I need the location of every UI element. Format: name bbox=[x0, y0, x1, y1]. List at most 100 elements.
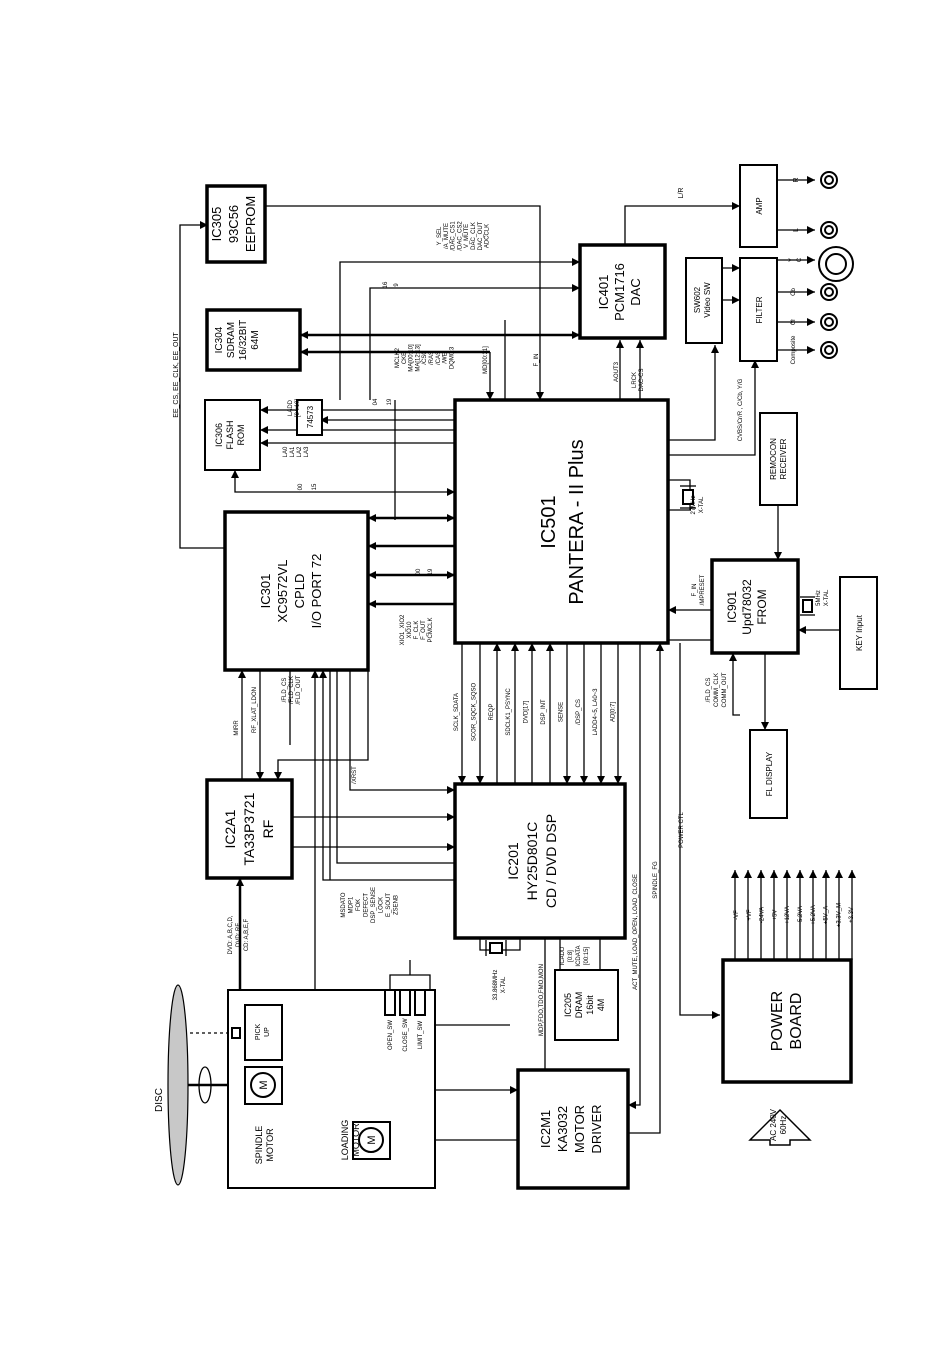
sdram-control-labels-line-5: /CS0 bbox=[422, 351, 428, 365]
pickup-signal-labels-line-1: DVD: A,B,C,D, bbox=[228, 915, 234, 954]
ic901-label-line-2: Upd78032 bbox=[740, 579, 754, 635]
sw602-box bbox=[685, 257, 723, 344]
sdram-control-labels-line-6: /RAS bbox=[429, 351, 435, 365]
out-y2-label: Y bbox=[791, 320, 797, 324]
xtal5-label-line-1: 5MHz bbox=[816, 590, 822, 606]
ladd-label-line-2: [04:19] bbox=[295, 398, 301, 417]
lrck-label-line-2: DAC-CS bbox=[639, 368, 645, 391]
ic301-label-line-1: IC301 bbox=[258, 574, 273, 609]
dsp-bus-labels-line-2: SCOR_SQCK_SQSO bbox=[471, 682, 477, 741]
filter-box bbox=[739, 257, 778, 362]
ic305-label-line-2: 93C56 bbox=[226, 205, 241, 243]
cpld-signal-labels-line-5: PCMCLK bbox=[428, 617, 434, 642]
latch-74573-box bbox=[296, 399, 323, 436]
dsp-bus-labels-line-7: SENSE bbox=[558, 702, 564, 722]
ic401-dac-box bbox=[578, 243, 667, 340]
power-rail-labels-line-4: +5V bbox=[772, 910, 778, 921]
pickup-signal-labels-line-3: CD: A,B,E,F bbox=[244, 918, 250, 951]
remocon-receiver-box bbox=[759, 412, 798, 506]
spindle-motor-label-line-1: SPINDLE bbox=[254, 1126, 264, 1165]
remocon-label-line-1: REMOCON bbox=[769, 438, 778, 480]
xtal27-label-line-2: X-TAL bbox=[699, 496, 705, 513]
spindle-motor-icon bbox=[244, 1066, 283, 1105]
amp-label: AMP bbox=[755, 197, 764, 214]
power-rail-labels-line-8: +5V_A bbox=[824, 906, 830, 924]
out-composite-label: Composite bbox=[791, 335, 797, 364]
disc-label: DISC bbox=[154, 1088, 165, 1112]
pickup-label-line-1: PICK bbox=[255, 1024, 262, 1041]
latch-label: 74573 bbox=[306, 405, 315, 428]
md-bus-label: MD[00:31] bbox=[483, 346, 489, 374]
label-00a: 00 bbox=[298, 483, 304, 490]
ic305-label-line-1: IC305 bbox=[209, 207, 224, 242]
key-input-box bbox=[839, 576, 878, 690]
f-in-top-label: F_IN bbox=[534, 353, 540, 366]
label-04: 04 bbox=[373, 398, 379, 405]
spindle-motor-symbol: M bbox=[258, 1080, 270, 1089]
sdram-control-labels-line-4: MA[12:13] bbox=[415, 344, 421, 372]
ic501-label-line-1: IC501 bbox=[538, 495, 560, 548]
ic304-label-line-1: IC304 bbox=[214, 326, 225, 353]
spindle-motor-label-line-2: MOTOR bbox=[265, 1128, 275, 1162]
ic205-label-line-4: 4M bbox=[596, 999, 606, 1012]
ic2a1-label-line-2: TA33P3721 bbox=[241, 792, 257, 865]
dsp-input-labels-line-1: MSDATO bbox=[341, 892, 347, 917]
dsp-input-labels-line-8: ZSENB bbox=[394, 895, 400, 915]
power-rail-labels-line-7: +5.2VA bbox=[811, 905, 817, 924]
wiring bbox=[179, 179, 853, 1141]
dram-bus-labels-line-3: ICDATA bbox=[576, 945, 582, 966]
dsp-input-labels-line-7: E_SOUT bbox=[386, 893, 392, 917]
power-board-box bbox=[721, 958, 853, 1084]
power-board-label-line-2: BOARD bbox=[788, 993, 805, 1050]
ic301-cpld-box bbox=[223, 510, 370, 672]
sdram-control-labels-line-8: /WE bbox=[443, 352, 449, 363]
ic2m1-motor-driver-box bbox=[516, 1068, 630, 1190]
disc-clamp bbox=[198, 1066, 212, 1104]
ic501-pantera-box bbox=[453, 398, 670, 645]
dac-control-labels-line-6: DAC_CLK bbox=[471, 222, 477, 250]
ic305-eeprom-box bbox=[205, 184, 267, 264]
dac-control-labels-line-4: /DAC_CS2 bbox=[457, 221, 463, 251]
power-rail-labels-line-3: -24VA bbox=[760, 907, 766, 923]
fld-cpld-labels-line-2: /FLD_CLK bbox=[289, 676, 295, 704]
xtal33-label-line-1: 33.868MHz bbox=[493, 970, 499, 1001]
crystal-33mhz bbox=[485, 940, 507, 956]
dsp-bus-labels-line-4: SDCLK1_PSYNC bbox=[506, 688, 512, 736]
la-labels-line-3: LA2 bbox=[297, 446, 303, 457]
l-label: L bbox=[793, 228, 800, 232]
fl-display-label: FL DISPLAY bbox=[765, 751, 774, 796]
sdram-control-labels-line-3: MA[00:10] bbox=[409, 344, 415, 372]
amp-box bbox=[739, 164, 778, 248]
ic2a1-label-line-1: IC2A1 bbox=[222, 809, 238, 848]
ic2m1-label-line-3: MOTOR bbox=[572, 1105, 587, 1153]
ic205-label-line-2: DRAM bbox=[574, 992, 584, 1019]
dsp-bus-labels-line-10: AD[0:7] bbox=[611, 702, 617, 722]
power-rail-labels-line-2: +VF bbox=[747, 909, 753, 921]
xtal33-label-line-2: X-TAL bbox=[501, 976, 507, 993]
ic301-label-line-2: XC9572VL bbox=[275, 560, 290, 623]
ic304-label-line-2: SDRAM bbox=[226, 322, 237, 358]
dsp-bus-labels-line-6: DSP_INT bbox=[541, 699, 547, 725]
disc-icon bbox=[167, 984, 189, 1186]
ic2a1-label-line-3: RF bbox=[260, 820, 276, 839]
label-15: 15 bbox=[312, 483, 318, 490]
cvbs-label: CVBS/Cr/R , C/Cb, Y/G bbox=[738, 378, 744, 441]
pickup-lens bbox=[231, 1027, 241, 1039]
power-rail-labels-line-9: +3.3V_M bbox=[836, 903, 842, 927]
ic306-flash-box bbox=[204, 399, 261, 471]
pickup-box bbox=[244, 1004, 283, 1061]
ic301-label-line-4: I/O PORT 72 bbox=[309, 554, 324, 629]
fl-display-box bbox=[749, 729, 788, 819]
ic306-label-line-3: ROM bbox=[236, 425, 246, 446]
xtal27-label-line-1: 27MHz bbox=[691, 495, 697, 514]
lr-label: L/R bbox=[678, 188, 685, 199]
out-cb-label: Cb bbox=[791, 288, 797, 296]
dsp-bus-labels-line-5: DVD[17] bbox=[524, 700, 530, 723]
loading-motor-icon bbox=[352, 1121, 391, 1160]
la-labels-line-2: LA1 bbox=[290, 446, 296, 457]
ac-input-label-line-1: AC 240V bbox=[769, 1108, 778, 1141]
f-in-preset-label-line-2: /MPRESET bbox=[700, 574, 706, 605]
dram-bus-labels-line-2: [0:8] bbox=[568, 950, 574, 962]
ic401-label-line-3: DAC bbox=[628, 278, 643, 305]
